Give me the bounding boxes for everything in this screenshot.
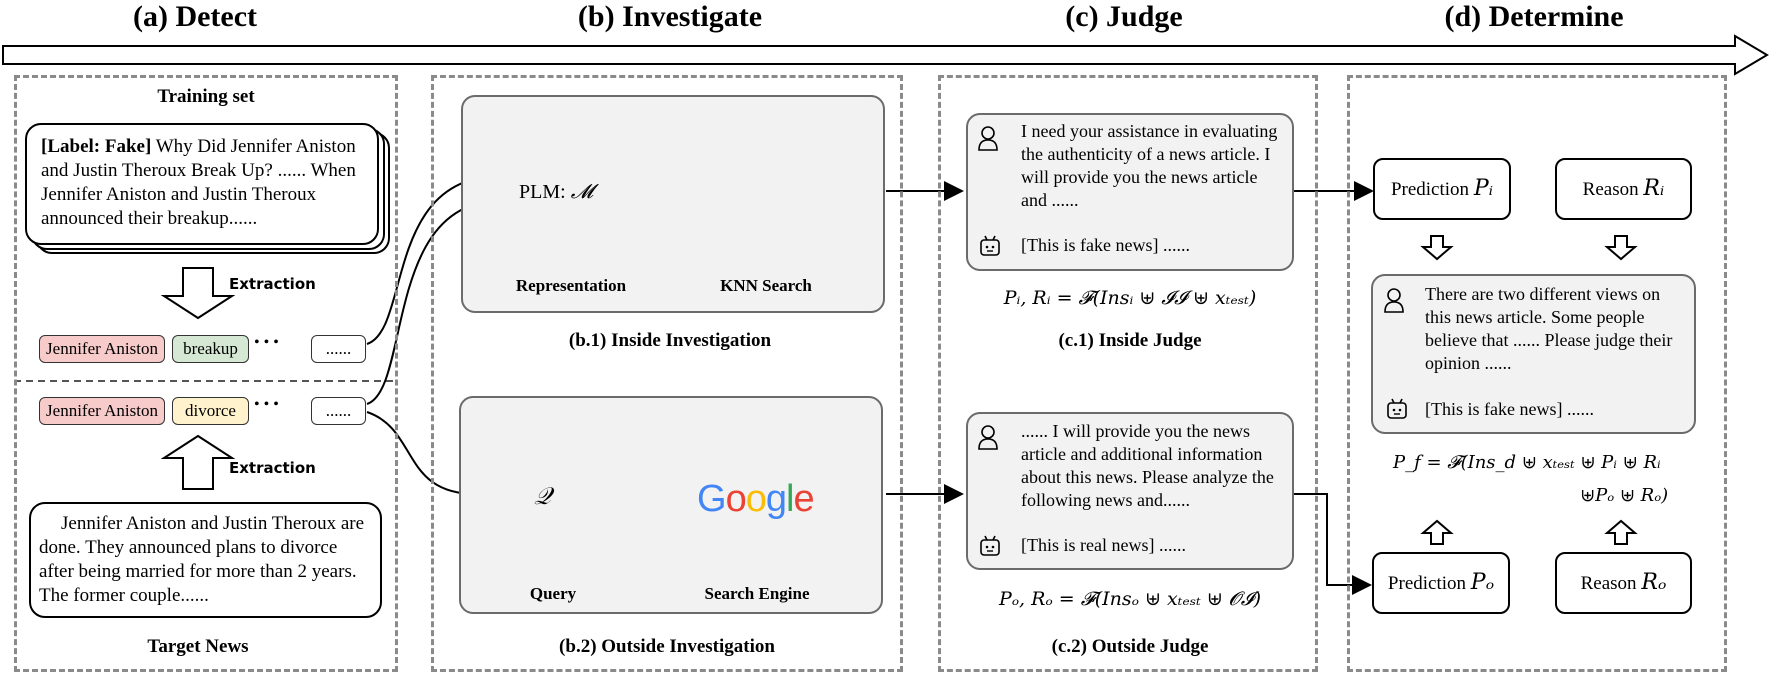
detect-panel xyxy=(14,75,398,672)
link-target-to-plm xyxy=(366,191,498,405)
ro-up-arrow xyxy=(1604,519,1638,545)
representation-label: Representation xyxy=(515,276,627,295)
stage-title-determine: (d) Determine xyxy=(1444,0,1624,33)
investigate-panel xyxy=(431,75,903,672)
extraction-down-arrow xyxy=(160,267,236,320)
inside-judge-formula: Pᵢ, Rᵢ = 𝓕(Insᵢ ⊎ 𝓘𝓘 ⊎ xₜₑₛₜ) xyxy=(1003,287,1257,309)
search-engine-label: Search Engine xyxy=(704,584,810,603)
prediction-outside-box: Prediction Pₒ xyxy=(1372,552,1510,614)
outside-judge-caption: (c.2) Outside Judge xyxy=(1051,636,1209,657)
outside-judge-formula: Pₒ, Rₒ = 𝓕(Insₒ ⊎ xₜₑₛₜ ⊎ 𝓞𝓘) xyxy=(998,588,1262,610)
training-label-tag: [Label: Fake] xyxy=(41,136,152,157)
entity-tag: Jennifer Aniston xyxy=(39,335,165,363)
target-news-label: Target News xyxy=(147,636,249,657)
extraction-label-top: Extraction xyxy=(229,275,316,293)
entity-tag: divorce xyxy=(172,397,249,425)
entity-more-box: ...... xyxy=(311,397,366,425)
training-news-card: [Label: Fake] Why Did Jennifer Aniston a… xyxy=(25,123,379,245)
reason-inside-box: Reason Rᵢ xyxy=(1555,158,1692,220)
entity-tag: breakup xyxy=(172,335,249,363)
plm-label: PLM: 𝓜 xyxy=(519,179,594,203)
outside-investigation-caption: (b.2) Outside Investigation xyxy=(559,636,775,657)
determine-formula-line2: ⊎Pₒ ⊎ Rₒ) xyxy=(1580,485,1669,506)
reason-outside-box: Reason Rₒ xyxy=(1555,552,1692,614)
outside-judge-prompt: ...... I will provide you the news artic… xyxy=(1021,421,1274,510)
robot-icon xyxy=(979,235,1001,257)
po-up-arrow xyxy=(1420,519,1454,545)
determine-formula-line1: P_f = 𝓕(Ins_d ⊎ xₜₑₛₜ ⊎ Pᵢ ⊎ Rᵢ xyxy=(1393,452,1661,473)
determine-dialog xyxy=(1371,274,1696,434)
timeline-arrow xyxy=(2,34,1769,76)
inside-investigation-caption: (b.1) Inside Investigation xyxy=(568,330,772,351)
link-target-to-query xyxy=(366,411,486,505)
outside-judge-dialog xyxy=(966,412,1294,570)
robot-icon xyxy=(1386,398,1408,420)
outside-judge-answer: [This is real news] ...... xyxy=(1021,535,1186,555)
knn-search-label: KNN Search xyxy=(720,276,812,295)
extraction-label-bottom: Extraction xyxy=(229,459,316,477)
user-icon xyxy=(1383,287,1405,313)
training-set-label: Training set xyxy=(157,86,255,107)
target-news-card: Jennifer Aniston and Justin Theroux are … xyxy=(29,502,382,618)
user-icon xyxy=(977,424,999,450)
entity-more-box: ...... xyxy=(311,335,366,363)
training-news-text: Why Did Jennifer Aniston and Justin Ther… xyxy=(41,136,356,229)
outside-investigation-box xyxy=(459,396,883,614)
inside-judge-dialog xyxy=(966,113,1294,271)
judge-panel xyxy=(938,75,1318,672)
inside-judge-caption: (c.1) Inside Judge xyxy=(1058,330,1202,351)
ri-down-arrow xyxy=(1604,235,1638,261)
robot-icon xyxy=(979,535,1001,557)
stage-title-judge: (c) Judge xyxy=(1065,0,1183,33)
ellipsis-dots: • • • xyxy=(254,396,279,413)
determine-prompt: There are two different views on this ne… xyxy=(1425,284,1673,373)
user-icon xyxy=(977,125,999,151)
google-logo: Google xyxy=(697,478,815,520)
prediction-inside-box: Prediction Pᵢ xyxy=(1373,158,1511,220)
link-train-to-plm-1 xyxy=(366,166,498,345)
determine-answer: [This is fake news] ...... xyxy=(1425,399,1594,419)
inside-judge-prompt: I need your assistance in evaluating the… xyxy=(1021,121,1278,210)
extraction-up-arrow xyxy=(160,434,236,490)
query-label: Query xyxy=(529,584,577,603)
stage-title-investigate: (b) Investigate xyxy=(577,0,763,33)
query-symbol: 𝒬 xyxy=(534,482,552,510)
inside-investigation-box xyxy=(461,95,885,313)
pi-down-arrow xyxy=(1420,235,1454,261)
determine-panel xyxy=(1347,75,1727,672)
stage-title-detect: (a) Detect xyxy=(132,0,258,33)
ellipsis-dots: • • • xyxy=(254,334,279,351)
entity-tag: Jennifer Aniston xyxy=(39,397,165,425)
inside-judge-answer: [This is fake news] ...... xyxy=(1021,235,1190,255)
plm-symbol: 𝓜 xyxy=(570,179,594,203)
